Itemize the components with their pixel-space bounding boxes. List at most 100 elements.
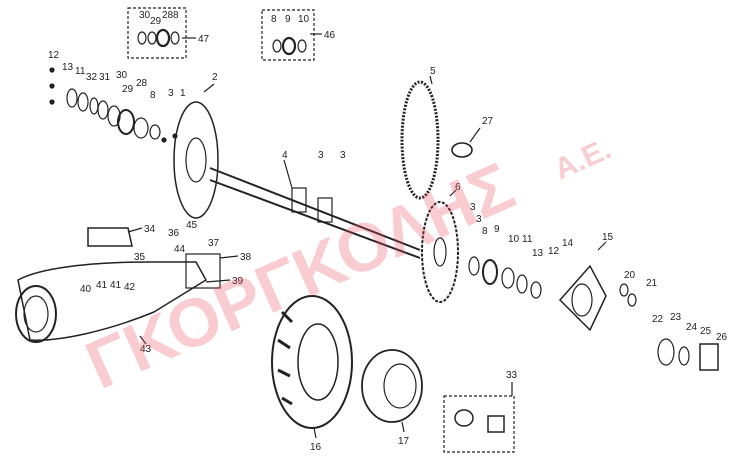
- kit47-bearing: [155, 28, 171, 48]
- label-32: 32: [86, 72, 98, 83]
- label-29a: 29: [150, 16, 162, 27]
- label-3c: 3: [340, 150, 346, 161]
- label-16: 16: [310, 442, 322, 453]
- swing-arm-housing-inner: [23, 295, 49, 333]
- leader-5: [429, 75, 433, 85]
- kit33-sleeve: [487, 415, 505, 433]
- label-14: 14: [562, 238, 574, 249]
- label-36: 36: [168, 228, 180, 239]
- label-2: 2: [212, 72, 218, 83]
- label-24: 24: [686, 322, 698, 333]
- label-33: 33: [506, 370, 518, 381]
- label-13a: 13: [62, 62, 74, 73]
- label-5: 5: [430, 66, 436, 77]
- kit-box-46: [261, 9, 315, 61]
- label-47: 47: [198, 34, 210, 45]
- label-8b: 8: [271, 14, 277, 25]
- kit-box-47: [127, 7, 187, 59]
- label-22: 22: [652, 314, 664, 325]
- part-32-seal: [89, 97, 99, 115]
- kit-box-33: [443, 395, 515, 453]
- label-17: 17: [398, 436, 410, 447]
- label-6: 6: [455, 182, 461, 193]
- sprocket-center: [433, 237, 447, 267]
- leader-4: [283, 159, 293, 189]
- kit47-seal-2: [147, 31, 157, 45]
- part-10-seal: [501, 267, 515, 289]
- part-3-flange-left: [291, 187, 307, 213]
- label-11b: 11: [522, 234, 533, 245]
- part-11-washer-right: [516, 274, 528, 294]
- leader-34: [127, 227, 143, 233]
- label-8d: 8: [482, 226, 488, 237]
- part-8-washer-right: [468, 256, 480, 276]
- label-42: 42: [124, 282, 136, 293]
- label-35: 35: [134, 252, 146, 263]
- part-13-nut: [66, 88, 78, 108]
- label-1: 1: [180, 88, 186, 99]
- leader-27: [469, 127, 481, 143]
- part-21-nut: [627, 293, 637, 307]
- part-6-sprocket: [421, 201, 459, 303]
- label-13b: 13: [532, 248, 544, 259]
- label-34: 34: [144, 224, 156, 235]
- label-7: 3: [470, 202, 476, 213]
- part-12-bolt-3: [49, 99, 55, 105]
- kit47-seal-3: [170, 31, 180, 45]
- part-15-hub: [558, 264, 607, 332]
- part-26-spacer: [699, 343, 719, 371]
- part-2-brake-disc: [173, 101, 219, 219]
- part-16-tire: [271, 295, 353, 429]
- label-40: 40: [80, 284, 92, 295]
- label-44: 44: [174, 244, 186, 255]
- label-38: 38: [240, 252, 252, 263]
- label-30a: 30: [139, 10, 151, 21]
- leader-16: [313, 427, 317, 439]
- label-3a: 3: [168, 88, 174, 99]
- rim-center: [383, 363, 417, 409]
- leader-6: [449, 189, 457, 197]
- watermark: ΓΚΟΡΓΚΟΛΗΣ Α.Ε.: [75, 133, 616, 404]
- callout-labels: 30 29 28 8 47 8 9 10 46 12 13 11 32 31 3…: [48, 10, 728, 453]
- kit46-bearing: [281, 36, 297, 56]
- hub-center: [571, 283, 593, 317]
- label-10b: 10: [508, 234, 520, 245]
- leader-2: [203, 83, 215, 93]
- kit46-seal-2: [297, 39, 307, 53]
- label-37: 37: [208, 238, 220, 249]
- leader-43: [139, 335, 147, 345]
- part-9-bearing: [482, 259, 498, 285]
- label-8a: 8: [173, 10, 179, 21]
- part-43-swing-arm: [17, 261, 208, 341]
- part-17-rim: [361, 349, 423, 423]
- part-27-chain-link: [451, 142, 473, 158]
- part-31-seal: [97, 100, 109, 120]
- label-23: 23: [670, 312, 682, 323]
- tire-rim-opening: [297, 323, 339, 401]
- part-4-axle-top: [209, 167, 421, 251]
- leader-15: [597, 241, 607, 251]
- part-5-chain: [400, 80, 440, 200]
- label-28a: 28: [162, 10, 174, 21]
- kit47-seal-1: [137, 31, 147, 45]
- kit33-bearing: [454, 409, 474, 427]
- label-39: 39: [232, 276, 244, 287]
- label-9a: 9: [285, 14, 291, 25]
- label-12b: 12: [548, 246, 560, 257]
- label-43: 43: [140, 344, 152, 355]
- label-29b: 29: [122, 84, 134, 95]
- watermark-suffix: Α.Ε.: [549, 133, 616, 187]
- part-38-bracket: [185, 253, 221, 289]
- tire-tread: [277, 310, 294, 406]
- label-30b: 30: [116, 70, 128, 81]
- label-9b: 9: [494, 224, 500, 235]
- part-4-axle-bottom: [209, 179, 421, 259]
- label-12a: 12: [48, 50, 60, 61]
- leader-17: [401, 421, 405, 433]
- label-20: 20: [624, 270, 636, 281]
- part-12-bolt-2: [49, 83, 55, 89]
- label-28b: 28: [136, 78, 148, 89]
- part-11-washer: [77, 92, 89, 112]
